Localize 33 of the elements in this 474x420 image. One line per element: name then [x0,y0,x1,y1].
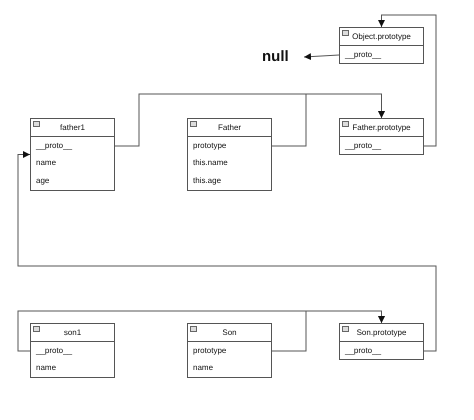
attribute-label: __proto__ [340,341,423,359]
attribute-label: __proto__ [340,136,423,154]
class-name: Father [218,123,242,132]
attribute-label: prototype [188,341,271,359]
attribute-label: __proto__ [31,341,114,359]
class-box [30,323,115,378]
attribute-label: this.name [192,157,229,169]
attribute-label: __proto__ [340,45,423,63]
class-name: Son.prototype [356,328,406,337]
class-name: Son [222,328,237,337]
arrow [18,151,436,352]
class-box [339,323,424,360]
arrow [378,14,436,146]
class-box [339,118,424,155]
attribute-label: name [35,362,58,374]
class-name: Father.prototype [352,123,411,132]
class-box [187,323,272,378]
arrow [304,53,340,60]
class-name: son1 [64,328,82,337]
attribute-label: name [35,157,58,169]
class-box [339,27,424,64]
attribute-label: __proto__ [31,136,114,154]
attribute-label: age [35,175,50,187]
class-name: father1 [60,123,85,132]
arrow [272,94,385,146]
attribute-label: name [192,362,214,374]
class-box [30,118,115,191]
class-name: Object.prototype [352,32,411,41]
attribute-label: this.age [192,175,222,187]
arrow [272,310,385,352]
null-label: null [262,48,289,66]
class-box [187,118,272,191]
attribute-label: prototype [188,136,271,154]
